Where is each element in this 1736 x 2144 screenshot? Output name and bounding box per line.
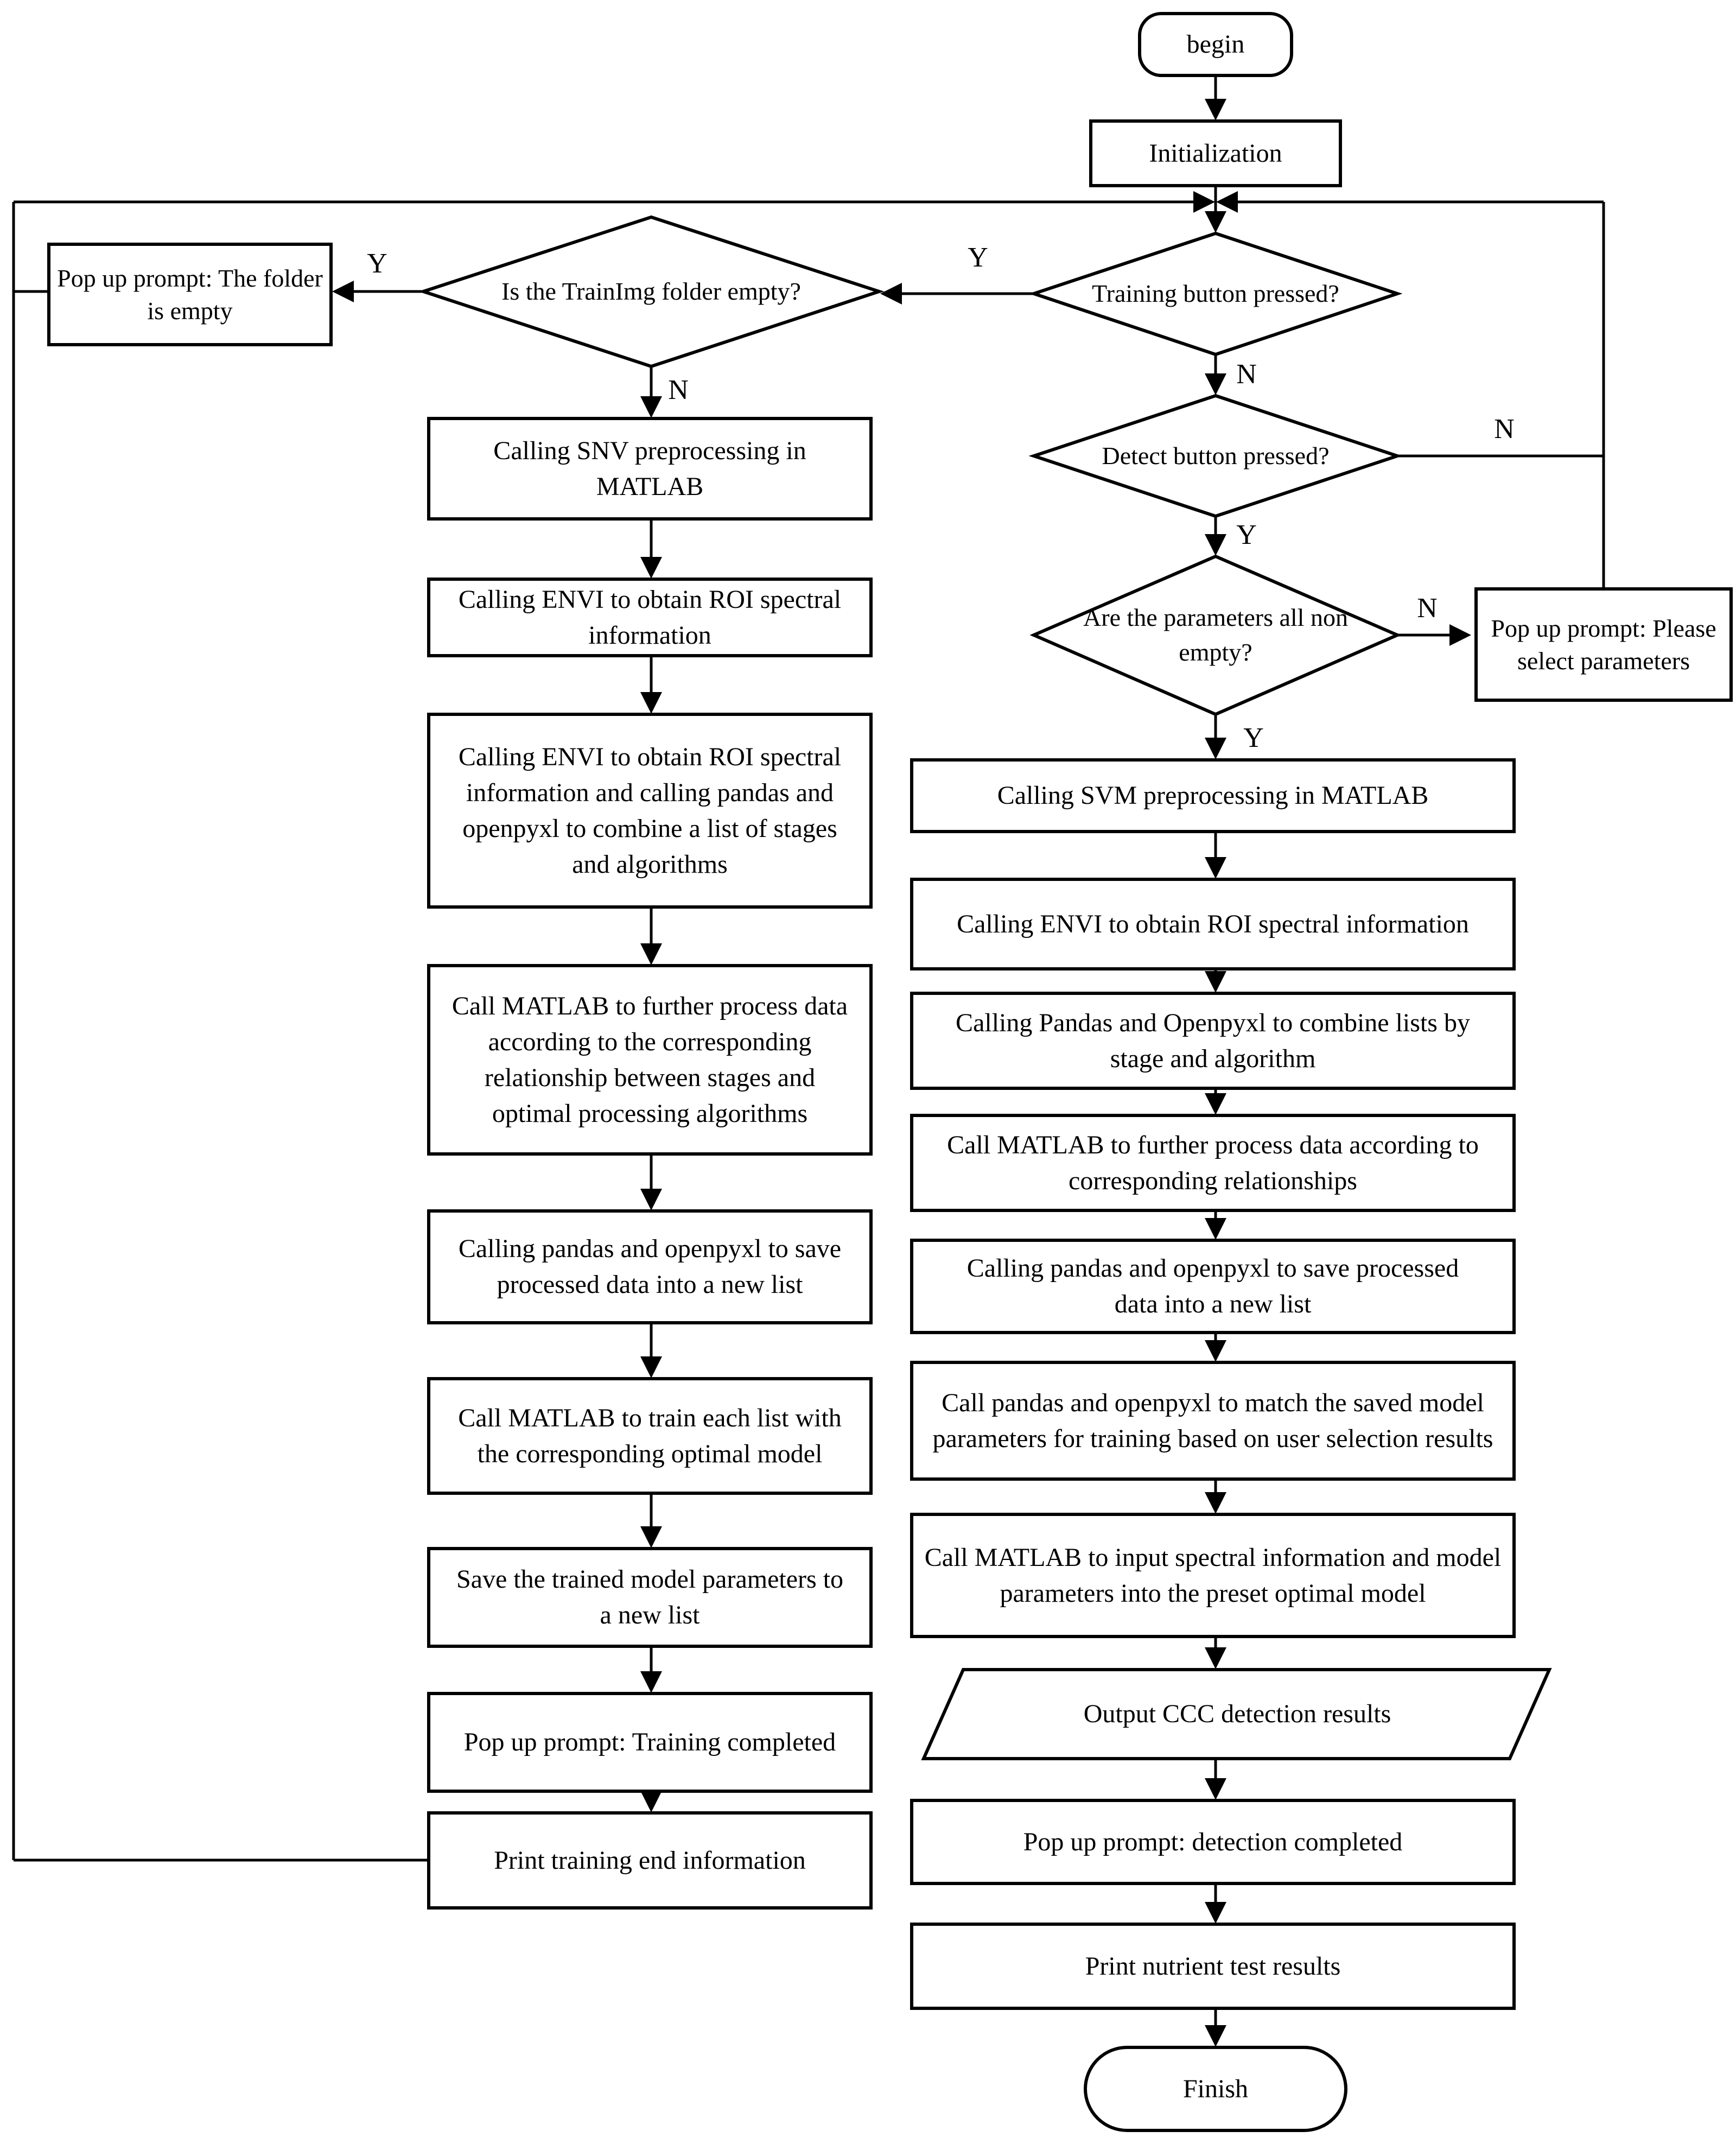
left-box-6: Call MATLAB to train each list with the …	[458, 1403, 842, 1468]
right-box-9-shape	[910, 1799, 1516, 1885]
trainimg-empty-diamond-shape	[418, 215, 885, 369]
detect-pressed-decision: Detect button pressed?	[1102, 442, 1330, 470]
left-box-5-shape	[427, 1209, 873, 1324]
left-box-3-shape	[427, 713, 873, 909]
left-box-1: Calling SNV preprocessing in MATLAB	[493, 436, 806, 501]
left-box-9: Print training end information	[494, 1845, 806, 1875]
popup-select-params-shape	[1474, 587, 1733, 702]
params-nonempty-decision: Are the parameters all non empty?	[1083, 604, 1348, 666]
output-ccc-node: Output CCC detection results	[1083, 1699, 1391, 1728]
right-box-3: Calling Pandas and Openpyxl to combine l…	[956, 1008, 1470, 1073]
begin-terminator-shape	[1138, 12, 1293, 77]
left-box-7-shape	[427, 1547, 873, 1648]
right-box-7-shape	[910, 1513, 1516, 1638]
left-box-3: Calling ENVI to obtain ROI spectral info…	[458, 742, 842, 879]
begin-node: begin	[1186, 30, 1245, 59]
right-box-7: Call MATLAB to input spectral informatio…	[924, 1543, 1502, 1608]
left-box-6-shape	[427, 1377, 873, 1495]
right-box-1: Calling SVM preprocessing in MATLAB	[997, 781, 1429, 810]
label-trainimg-no: N	[668, 374, 689, 405]
left-box-2: Calling ENVI to obtain ROI spectral info…	[458, 585, 842, 650]
left-box-4: Call MATLAB to further process data acco…	[452, 991, 848, 1128]
label-detect-yes: Y	[1236, 519, 1257, 550]
left-box-1-shape	[427, 417, 873, 521]
popup-select-params-node: Pop up prompt: Please select parameters	[1491, 614, 1716, 675]
right-box-5: Calling pandas and openpyxl to save proc…	[966, 1254, 1459, 1318]
initialization-shape	[1089, 119, 1342, 187]
right-box-4: Call MATLAB to further process data acco…	[947, 1130, 1479, 1195]
left-box-2-shape	[427, 578, 873, 657]
training-pressed-diamond-shape	[1028, 231, 1403, 357]
right-box-6-shape	[910, 1361, 1516, 1481]
label-detect-no: N	[1494, 413, 1515, 445]
right-box-5-shape	[910, 1239, 1516, 1334]
right-box-9: Pop up prompt: detection completed	[1023, 1827, 1403, 1856]
label-params-yes: Y	[1243, 722, 1264, 753]
label-trainimg-yes: Y	[367, 248, 387, 279]
label-training-no: N	[1236, 358, 1257, 390]
initialization-node: Initialization	[1149, 138, 1282, 168]
right-box-2-shape	[910, 878, 1516, 970]
left-box-7: Save the trained model parameters to a n…	[456, 1565, 844, 1629]
trainimg-empty-decision: Is the TrainImg folder empty?	[501, 277, 801, 305]
right-box-1-shape	[910, 758, 1516, 833]
training-pressed-decision: Training button pressed?	[1092, 280, 1339, 307]
left-box-8-shape	[427, 1692, 873, 1793]
right-box-4-shape	[910, 1114, 1516, 1212]
finish-node: Finish	[1182, 2074, 1249, 2103]
popup-folder-empty-node: Pop up prompt: The folder is empty	[57, 264, 323, 325]
left-box-4-shape	[427, 964, 873, 1156]
right-box-10: Print nutrient test results	[1085, 1951, 1341, 1981]
popup-folder-empty-shape	[47, 243, 333, 346]
left-box-8: Pop up prompt: Training completed	[463, 1728, 836, 1756]
left-box-5: Calling pandas and openpyxl to save proc…	[458, 1234, 842, 1299]
label-params-no: N	[1417, 592, 1438, 624]
right-box-3-shape	[910, 992, 1516, 1090]
detect-pressed-diamond-shape	[1028, 394, 1403, 518]
label-training-yes: Y	[968, 242, 988, 273]
right-box-2: Calling ENVI to obtain ROI spectral info…	[957, 909, 1469, 938]
right-box-10-shape	[910, 1923, 1516, 2010]
left-box-9-shape	[427, 1811, 873, 1910]
right-box-6: Call pandas and openpyxl to match the sa…	[932, 1388, 1493, 1453]
params-nonempty-diamond-shape	[1029, 554, 1402, 716]
finish-terminator-shape	[1084, 2046, 1347, 2132]
output-ccc-parallelogram-shape	[921, 1668, 1552, 1760]
